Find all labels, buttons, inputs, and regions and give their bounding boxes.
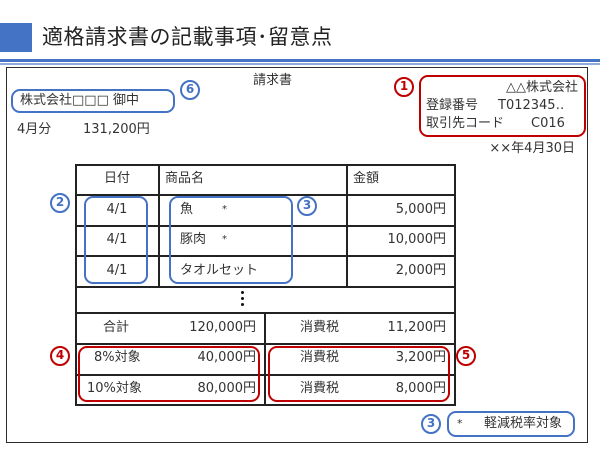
footnote-text: 軽減税率対象 [484,416,563,431]
title-underline-light [0,63,600,65]
table-border [75,255,455,257]
badge-2: 2 [50,193,70,213]
badge-6: 6 [180,80,200,100]
badge-4: 4 [50,346,70,366]
row-item: 豚肉 [180,232,207,247]
table-border [75,225,455,227]
title-underline [0,59,600,62]
table-border [264,312,266,406]
reduced-rate-mark: * [222,204,227,215]
tax-value: 11,200円 [387,320,447,335]
client-code-value: C016 [531,116,565,131]
taxable-amount-highlight [78,346,260,402]
issuer-highlight [419,75,586,137]
subtotal-label: 合計 [103,320,130,335]
table-border [75,194,455,196]
invoice-date: ××年4月30日 [489,141,575,156]
row-date: 4/1 [106,202,128,217]
row-amount: 10,000円 [387,232,447,247]
column-header-amount: 金額 [353,171,380,186]
table-border [158,164,160,287]
rate10-tax-label: 消費税 [300,381,340,396]
invoice-frame [6,67,588,443]
ellipsis-icon [236,291,248,306]
rate10-value: 80,000円 [197,381,257,396]
badge-1: 1 [394,77,414,97]
rate8-tax-label: 消費税 [300,350,340,365]
rate10-tax-value: 8,000円 [395,381,446,396]
tax-label: 消費税 [300,320,340,335]
row-item: タオルセット [180,263,259,278]
title-accent-block [0,23,32,52]
subtotal-value: 120,000円 [189,320,256,335]
rate10-label: 10%対象 [87,381,142,396]
footnote-mark: * [457,417,463,430]
table-border [75,164,77,406]
table-border [75,164,455,166]
billing-total: 131,200円 [83,122,150,137]
recipient-name: 株式会社□□□ 御中 [20,93,139,108]
registration-number: T012345‥ [498,98,565,113]
tax-amount-highlight [268,346,450,402]
item-highlight [169,196,293,284]
rate8-label: 8%対象 [94,350,141,365]
registration-label: 登録番号 [426,98,479,113]
date-highlight [84,196,148,284]
badge-3-footnote: 3 [421,414,441,434]
row-item: 魚 [180,202,194,217]
table-border [75,286,455,288]
row-amount: 5,000円 [395,202,446,217]
billing-period: 4月分 [17,122,52,137]
issuer-name: △△株式会社 [506,80,578,95]
row-date: 4/1 [106,263,128,278]
invoice-title: 請求書 [253,73,293,88]
badge-5: 5 [456,346,476,366]
row-amount: 2,000円 [395,263,446,278]
column-header-date: 日付 [103,171,130,186]
reduced-rate-mark: * [222,234,227,245]
table-border [346,164,348,287]
client-code-label: 取引先コード [426,116,505,131]
column-header-item: 商品名 [165,171,205,186]
badge-3: 3 [297,196,317,216]
rate8-value: 40,000円 [197,350,257,365]
row-date: 4/1 [106,232,128,247]
table-border [454,164,456,406]
rate8-tax-value: 3,200円 [395,350,446,365]
footnote-highlight [447,411,575,437]
recipient-highlight [11,89,175,113]
page-title: 適格請求書の記載事項･留意点 [42,25,333,49]
